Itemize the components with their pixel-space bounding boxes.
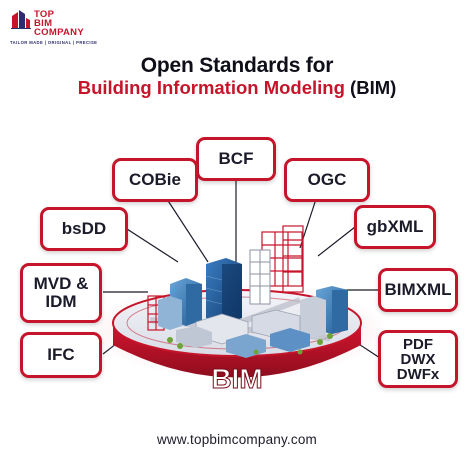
tag-mvd-idm[interactable]: MVD & IDM bbox=[20, 263, 102, 323]
brand-line-3: COMPANY bbox=[34, 27, 84, 38]
tag-ogc[interactable]: OGC bbox=[284, 158, 370, 202]
tag-ifc[interactable]: IFC bbox=[20, 332, 102, 378]
tag-bimxml-label: BIMXML bbox=[384, 280, 452, 299]
brand-logo[interactable]: TOP BIM COMPANY TAILOR MADE | ORIGINAL |… bbox=[10, 8, 130, 48]
tag-bcf-label: BCF bbox=[218, 149, 254, 168]
brand-tagline: TAILOR MADE | ORIGINAL | PRECISE bbox=[10, 40, 98, 45]
title-line-1: Open Standards for bbox=[140, 54, 334, 77]
tag-gbxml[interactable]: gbXML bbox=[354, 205, 436, 249]
website-link[interactable]: www.topbimcompany.com bbox=[156, 432, 317, 447]
title-highlight: Building Information Modeling bbox=[77, 77, 345, 98]
tag-bimxml[interactable]: BIMXML bbox=[378, 268, 458, 312]
brand-name: TOP BIM COMPANY bbox=[34, 9, 124, 38]
brand-line-1: TOP bbox=[34, 9, 55, 20]
page-title: Open Standards for Building Information … bbox=[0, 54, 474, 99]
tag-bsdd-label: bsDD bbox=[61, 219, 107, 238]
tag-bsdd[interactable]: bsDD bbox=[40, 207, 128, 251]
tag-pdf-line-2: DWX bbox=[400, 350, 436, 368]
tag-pdf-line-3: DWFx bbox=[396, 365, 440, 383]
title-line-2: Building Information Modeling (BIM) bbox=[0, 77, 474, 99]
tag-bcf[interactable]: BCF bbox=[196, 137, 276, 181]
tag-cobie[interactable]: COBie bbox=[112, 158, 198, 202]
tag-ogc-label: OGC bbox=[307, 170, 347, 189]
tag-ifc-label: IFC bbox=[47, 345, 75, 364]
tag-cobie-label: COBie bbox=[129, 170, 181, 189]
tag-mvd-line-2: IDM bbox=[45, 292, 77, 311]
bim-platform-label: BIM bbox=[211, 363, 262, 394]
tag-gbxml-label: gbXML bbox=[366, 217, 424, 236]
tag-pdf-dwx-dwfx[interactable]: PDF DWX DWFx bbox=[378, 330, 458, 388]
building-logo-icon bbox=[11, 10, 31, 29]
tag-pdf-line-1: PDF bbox=[403, 335, 433, 353]
title-suffix: (BIM) bbox=[350, 77, 397, 98]
brand-line-2: BIM bbox=[34, 18, 53, 29]
tag-mvd-line-1: MVD & bbox=[33, 274, 89, 293]
